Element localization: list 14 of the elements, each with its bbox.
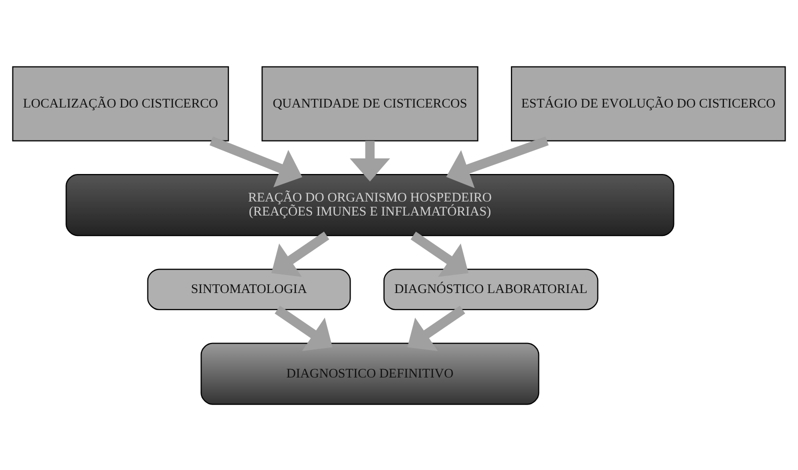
arrow [407, 305, 466, 350]
node-box: DIAGNOSTICO DEFINITIVO [200, 342, 540, 404]
arrow [210, 136, 302, 187]
node-box: LOCALIZAÇÃO DO CISTICERCO [12, 66, 229, 141]
node-box: SINTOMATOLOGIA [147, 268, 351, 310]
node-box: DIAGNÓSTICO LABORATORIAL [383, 268, 598, 310]
arrow [350, 140, 390, 181]
node-box: REAÇÃO DO ORGANISMO HOSPEDEIRO (REAÇÕES IMUNES E INFLAMATÓRIAS) [66, 174, 674, 236]
arrow [410, 231, 468, 276]
arrow [446, 136, 549, 188]
arrow [274, 305, 332, 350]
node-box: QUANTIDADE DE CISTICERCOS [262, 66, 478, 141]
arrow [271, 231, 330, 276]
node-box: ESTÁGIO DE EVOLUÇÃO DO CISTICERCO [510, 66, 786, 141]
